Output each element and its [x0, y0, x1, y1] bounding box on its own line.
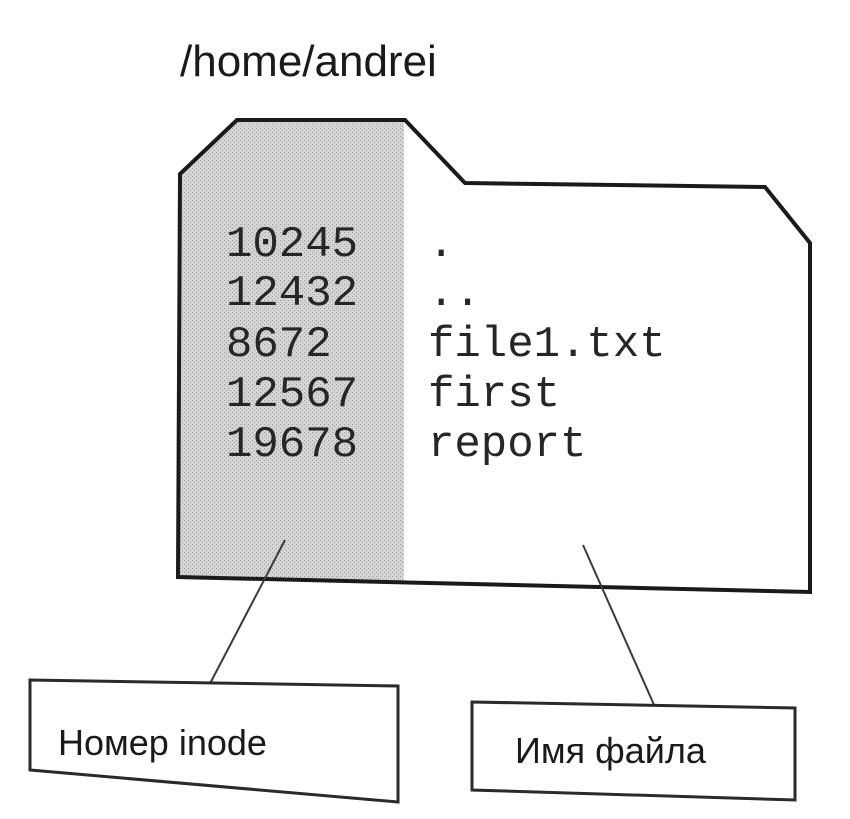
directory-path-title: /home/andrei	[180, 37, 437, 86]
inode-label-callout: Номер inode	[28, 678, 400, 804]
file-name: first	[428, 370, 560, 420]
inode-leader-line	[202, 539, 286, 698]
inode-column-shading	[178, 120, 404, 592]
inode-number: 12432	[226, 269, 358, 319]
inode-number: 12567	[226, 370, 358, 420]
inode-number: 8672	[226, 320, 332, 370]
filename-leader-line	[582, 544, 656, 708]
file-name: file1.txt	[428, 320, 666, 370]
inode-label: Номер inode	[58, 722, 267, 763]
filename-label-box	[470, 700, 797, 802]
folder-outline	[175, 118, 812, 595]
inode-number: 10245	[226, 220, 358, 270]
inode-number: 19678	[226, 420, 358, 470]
directory-entries: 10245 . 12432 .. 8672 file1.txt 12567 fi…	[226, 220, 666, 470]
filename-label-callout: Имя файла	[470, 700, 797, 802]
file-name: ..	[428, 269, 481, 319]
filename-label: Имя файла	[515, 730, 707, 771]
file-name: .	[428, 220, 454, 270]
file-name: report	[428, 420, 586, 470]
directory-folder	[175, 118, 812, 595]
inode-label-box	[28, 678, 400, 804]
